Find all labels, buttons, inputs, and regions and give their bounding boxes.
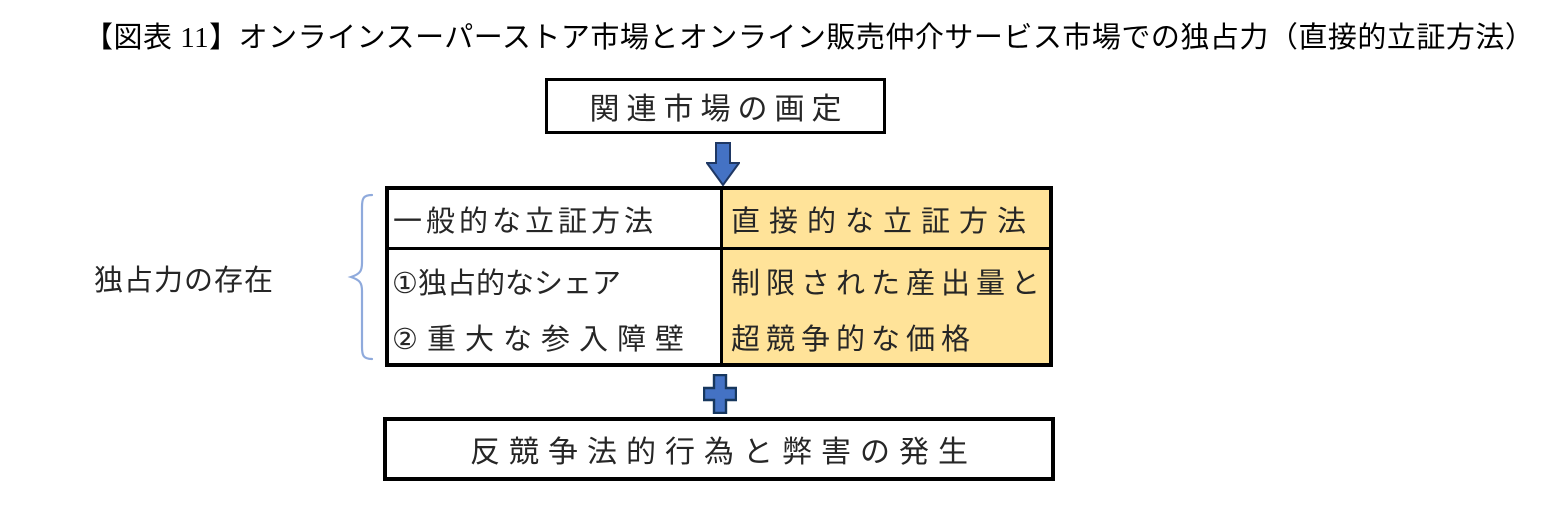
- monopoly-proof-table: 一般的な立証方法 直接的な立証方法 ①独占的なシェア ②重大な参入障壁 制限され…: [385, 186, 1053, 367]
- general-method-items-cell: ①独占的なシェア ②重大な参入障壁: [389, 250, 723, 363]
- harm-box: 反競争法的行為と弊害の発生: [383, 417, 1055, 481]
- direct-method-header-cell: 直接的な立証方法: [723, 190, 1049, 250]
- direct-method-header: 直接的な立証方法: [731, 205, 1036, 238]
- supracompetitive-price-line: 超競争的な価格: [731, 324, 977, 356]
- left-brace-icon: [347, 193, 374, 361]
- figure-title: 【図表 11】オンラインスーパーストア市場とオンライン販売仲介サービス市場での独…: [84, 22, 1535, 54]
- market-definition-box: 関連市場の画定: [545, 78, 886, 134]
- plus-icon: [703, 374, 737, 414]
- monopoly-share-item: ①独占的なシェア: [392, 268, 621, 300]
- down-arrow-shape: [706, 142, 740, 186]
- general-method-header-cell: 一般的な立証方法: [389, 190, 723, 250]
- down-arrow-icon: [706, 142, 740, 186]
- left-brace-shape: [347, 193, 374, 361]
- plus-shape: [703, 374, 737, 414]
- harm-label: 反競争法的行為と弊害の発生: [470, 436, 977, 469]
- direct-method-evidence-cell: 制限された産出量と 超競争的な価格: [723, 250, 1049, 363]
- restricted-output-line: 制限された産出量と: [731, 268, 1047, 300]
- general-method-header: 一般的な立証方法: [393, 205, 658, 238]
- monopoly-power-label: 独占力の存在: [94, 265, 275, 297]
- market-definition-label: 関連市場の画定: [589, 93, 849, 126]
- entry-barrier-item: ②重大な参入障壁: [392, 324, 693, 356]
